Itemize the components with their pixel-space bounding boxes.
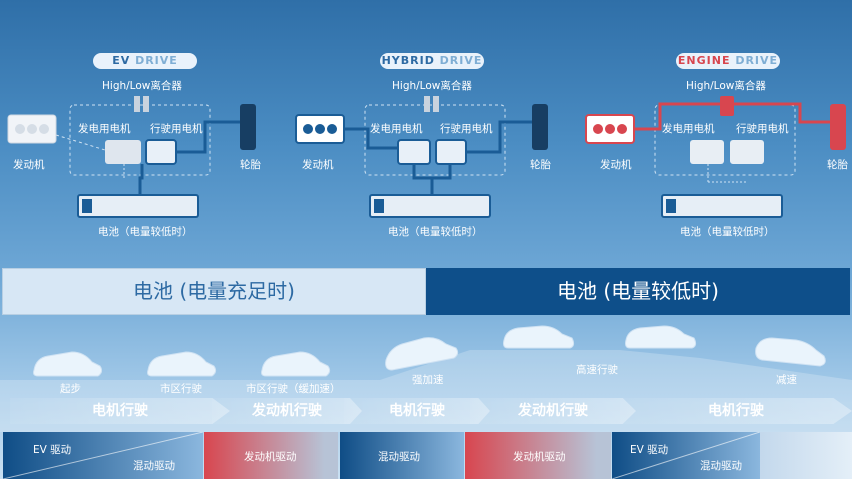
tire-label: 轮胎 xyxy=(827,159,848,171)
scene-label: 起步 xyxy=(60,383,81,395)
drive-motor-icon xyxy=(145,139,177,165)
strip-label: 发动机驱动 xyxy=(244,451,297,463)
car-icon xyxy=(33,351,103,377)
badge-hybrid: HYBRID DRIVE xyxy=(380,53,484,69)
scene-label: 市区行驶 xyxy=(160,383,202,395)
road-scene xyxy=(0,325,852,432)
clutch-label: High/Low离合器 xyxy=(392,80,472,92)
ev-panel xyxy=(7,96,256,218)
strip-label: EV 驱动 xyxy=(33,444,72,456)
drive-diagrams xyxy=(7,96,846,218)
clutch-label: High/Low离合器 xyxy=(102,80,182,92)
tire-icon xyxy=(830,104,846,150)
car-icon xyxy=(147,351,217,377)
scene-label: 强加速 xyxy=(412,374,444,386)
battery-label: 电池（电量较低时） xyxy=(388,226,483,238)
car-icon xyxy=(503,325,575,349)
scene-label: 市区行驶（缓加速） xyxy=(246,383,341,395)
generator-label: 发电用电机 xyxy=(662,123,715,135)
mode-arrow: 电机行驶 xyxy=(620,398,852,424)
tire-icon xyxy=(532,104,548,150)
engine-label: 发动机 xyxy=(302,159,334,171)
battery-icon xyxy=(661,194,783,218)
drive-motor-label: 行驶用电机 xyxy=(150,123,203,135)
drive-motor-label: 行驶用电机 xyxy=(736,123,789,135)
strip-label: 发动机驱动 xyxy=(513,451,566,463)
drive-motor-icon xyxy=(435,139,467,165)
battery-low-banner: 电池 (电量较低时) xyxy=(426,268,850,315)
battery-icon xyxy=(369,194,491,218)
engine-panel xyxy=(585,96,846,218)
scene-label: 减速 xyxy=(776,374,797,386)
car-icon xyxy=(625,325,697,349)
badge-ev-b: DRIVE xyxy=(135,54,178,67)
generator-label: 发电用电机 xyxy=(370,123,423,135)
drive-motor-icon xyxy=(730,140,764,164)
battery-label: 电池（电量较低时） xyxy=(98,226,193,238)
battery-full-banner: 电池 (电量充足时) xyxy=(2,268,426,315)
badge-ev: EV DRIVE xyxy=(93,53,197,69)
badge-hybrid-b: DRIVE xyxy=(439,54,483,67)
strip-engine: 发动机驱动 xyxy=(204,432,338,479)
tire-label: 轮胎 xyxy=(530,159,551,171)
car-icon xyxy=(385,337,459,371)
engine-label: 发动机 xyxy=(13,159,45,171)
badge-engine-b: DRIVE xyxy=(735,54,779,67)
car-icon xyxy=(755,337,826,367)
drive-motor-label: 行驶用电机 xyxy=(440,123,493,135)
generator-icon xyxy=(690,140,724,164)
battery-icon xyxy=(77,194,199,218)
car-icon xyxy=(261,351,331,377)
tire-label: 轮胎 xyxy=(240,159,261,171)
clutch-label: High/Low离合器 xyxy=(686,80,766,92)
engine-label: 发动机 xyxy=(600,159,632,171)
strip-label: EV 驱动 xyxy=(630,444,669,456)
badge-hybrid-a: HYBRID xyxy=(381,54,435,67)
clutch-icon xyxy=(424,96,430,112)
badge-engine: ENGINE DRIVE xyxy=(676,53,780,69)
mode-arrow: 电机行驶 xyxy=(10,398,230,424)
strip-ev-hybrid: EV 驱动 混动驱动 xyxy=(612,432,760,479)
generator-icon xyxy=(397,139,431,165)
mode-arrow: 发动机行驶 xyxy=(212,398,362,424)
badge-ev-a: EV xyxy=(112,54,131,67)
strip-label: 混动驱动 xyxy=(378,451,420,463)
clutch-icon xyxy=(134,96,140,112)
mode-arrow: 发动机行驶 xyxy=(470,398,636,424)
strip-label: 混动驱动 xyxy=(133,460,175,472)
generator-label: 发电用电机 xyxy=(78,123,131,135)
badge-engine-a: ENGINE xyxy=(677,54,731,67)
strip-ev-hybrid: EV 驱动 混动驱动 xyxy=(3,432,203,479)
strip-label: 混动驱动 xyxy=(700,460,742,472)
hybrid-panel xyxy=(295,96,548,218)
strip-fade xyxy=(760,432,852,479)
tire-icon xyxy=(240,104,256,150)
battery-label: 电池（电量较低时） xyxy=(680,226,775,238)
strip-hybrid: 混动驱动 xyxy=(340,432,464,479)
clutch-icon xyxy=(720,96,734,116)
mode-arrow: 电机行驶 xyxy=(344,398,490,424)
scene-label: 高速行驶 xyxy=(576,364,618,376)
strip-engine: 发动机驱动 xyxy=(465,432,611,479)
generator-icon xyxy=(105,140,141,164)
